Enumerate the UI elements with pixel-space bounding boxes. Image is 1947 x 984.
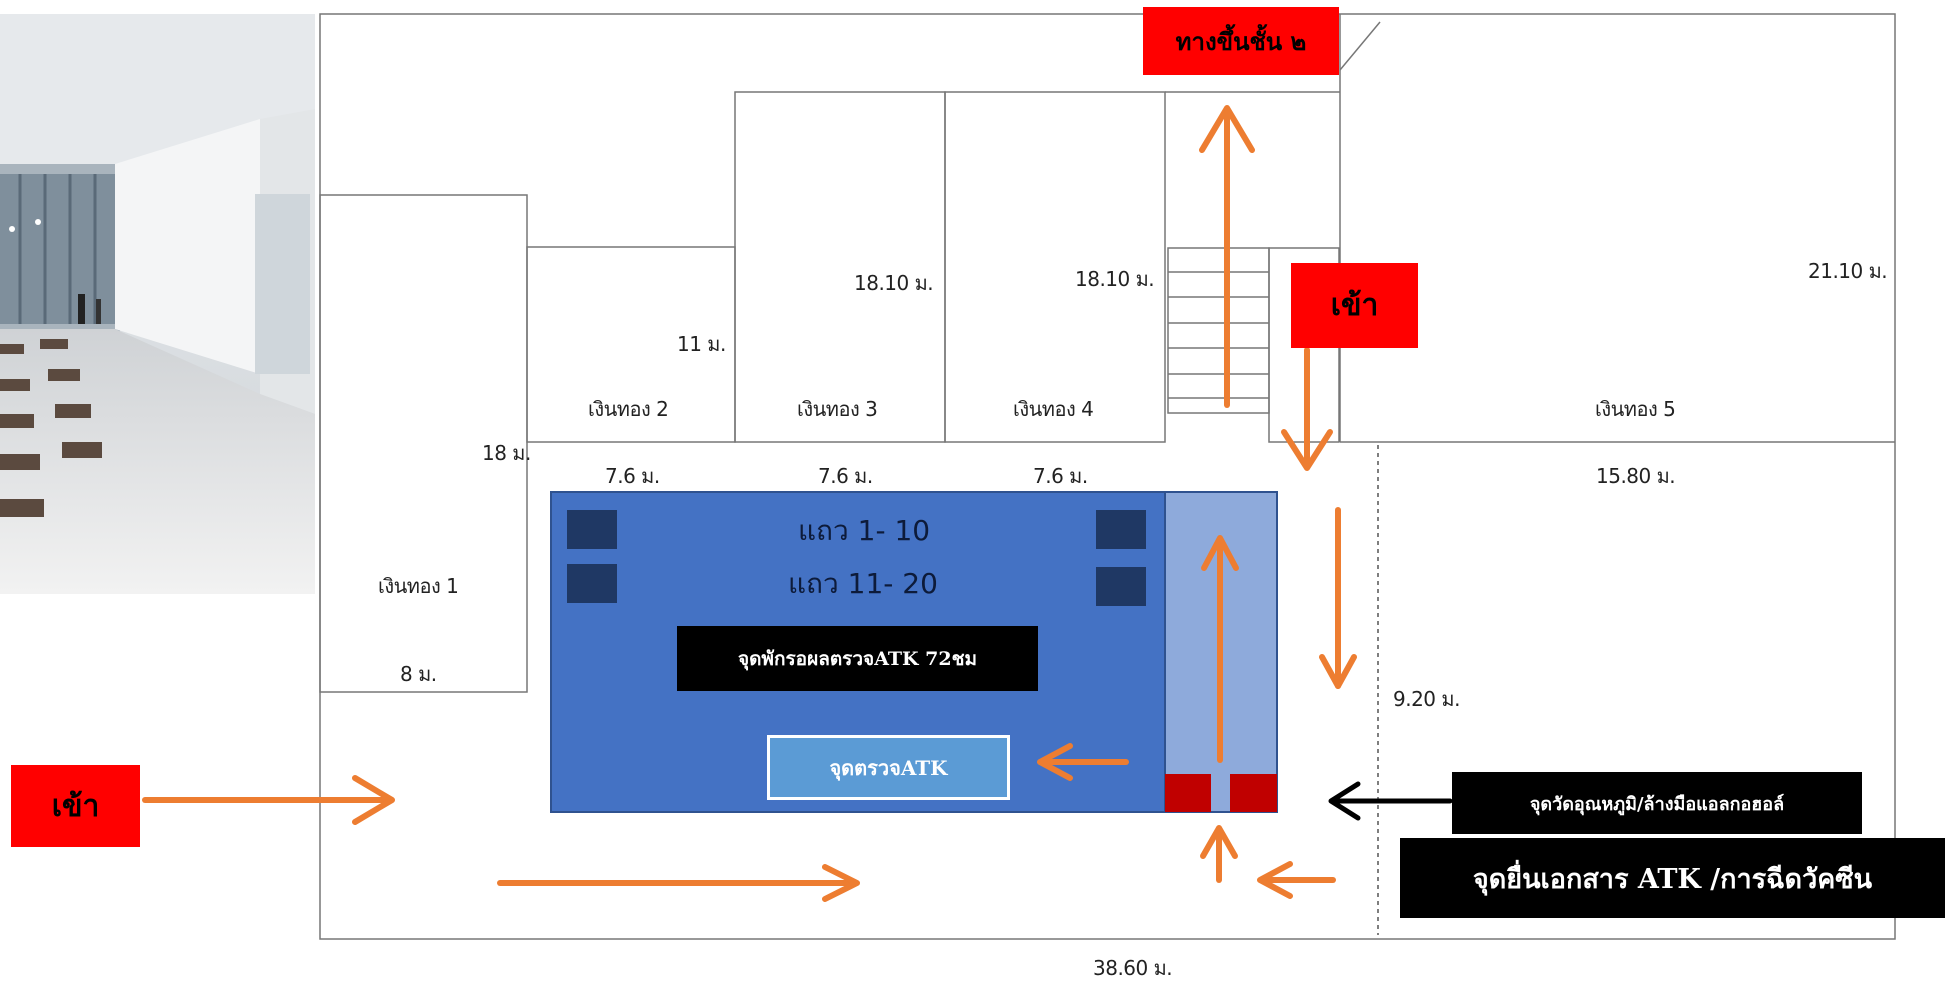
dim-label: 21.10 ม. [1808, 259, 1888, 283]
dim-label: 15.80 ม. [1596, 464, 1676, 488]
queue-marker [567, 564, 617, 603]
documents-point-label: จุดยื่นเอกสาร ATK /การฉีดวัคซีน [1400, 838, 1945, 918]
dim-label: 9.20 ม. [1393, 687, 1460, 711]
dim-label: 18.10 ม. [1075, 267, 1155, 291]
atk-test-point: จุดตรวจATK [767, 735, 1010, 800]
queue-marker [1096, 510, 1146, 549]
dim-label: 7.6 ม. [1033, 464, 1088, 488]
waiting-area-label: จุดพักรอผลตรวจATK 72ชม [677, 626, 1038, 691]
dim-label: 8 ม. [400, 662, 437, 686]
lobby-photo [0, 14, 315, 594]
check-station [1230, 774, 1277, 812]
entrance-left-label: เข้า [11, 765, 140, 847]
temp-check-label: จุดวัดอุณหภูมิ/ล้างมือแอลกอฮอล์ [1452, 772, 1862, 834]
dim-label: 38.60 ม. [1093, 956, 1173, 980]
queue-1-10-label: แถว 1- 10 [798, 514, 931, 547]
queue-11-20-label: แถว 11- 20 [788, 567, 938, 600]
entrance-right-label: เข้า [1291, 263, 1418, 348]
room-4-label: เงินทอง 4 [1013, 397, 1094, 421]
dim-label: 7.6 ม. [818, 464, 873, 488]
dim-label: 18 ม. [482, 441, 531, 465]
room-3-label: เงินทอง 3 [797, 397, 878, 421]
queue-marker [567, 510, 617, 549]
room-1-label: เงินทอง 1 [378, 574, 459, 598]
stairs-up-label: ทางขึ้นชั้น ๒ [1143, 7, 1339, 75]
check-station [1165, 774, 1211, 812]
dim-label: 7.6 ม. [605, 464, 660, 488]
room-5-label: เงินทอง 5 [1595, 397, 1676, 421]
dim-label: 11 ม. [677, 332, 726, 356]
dim-label: 18.10 ม. [854, 271, 934, 295]
queue-marker [1096, 567, 1146, 606]
room-2-label: เงินทอง 2 [588, 397, 669, 421]
